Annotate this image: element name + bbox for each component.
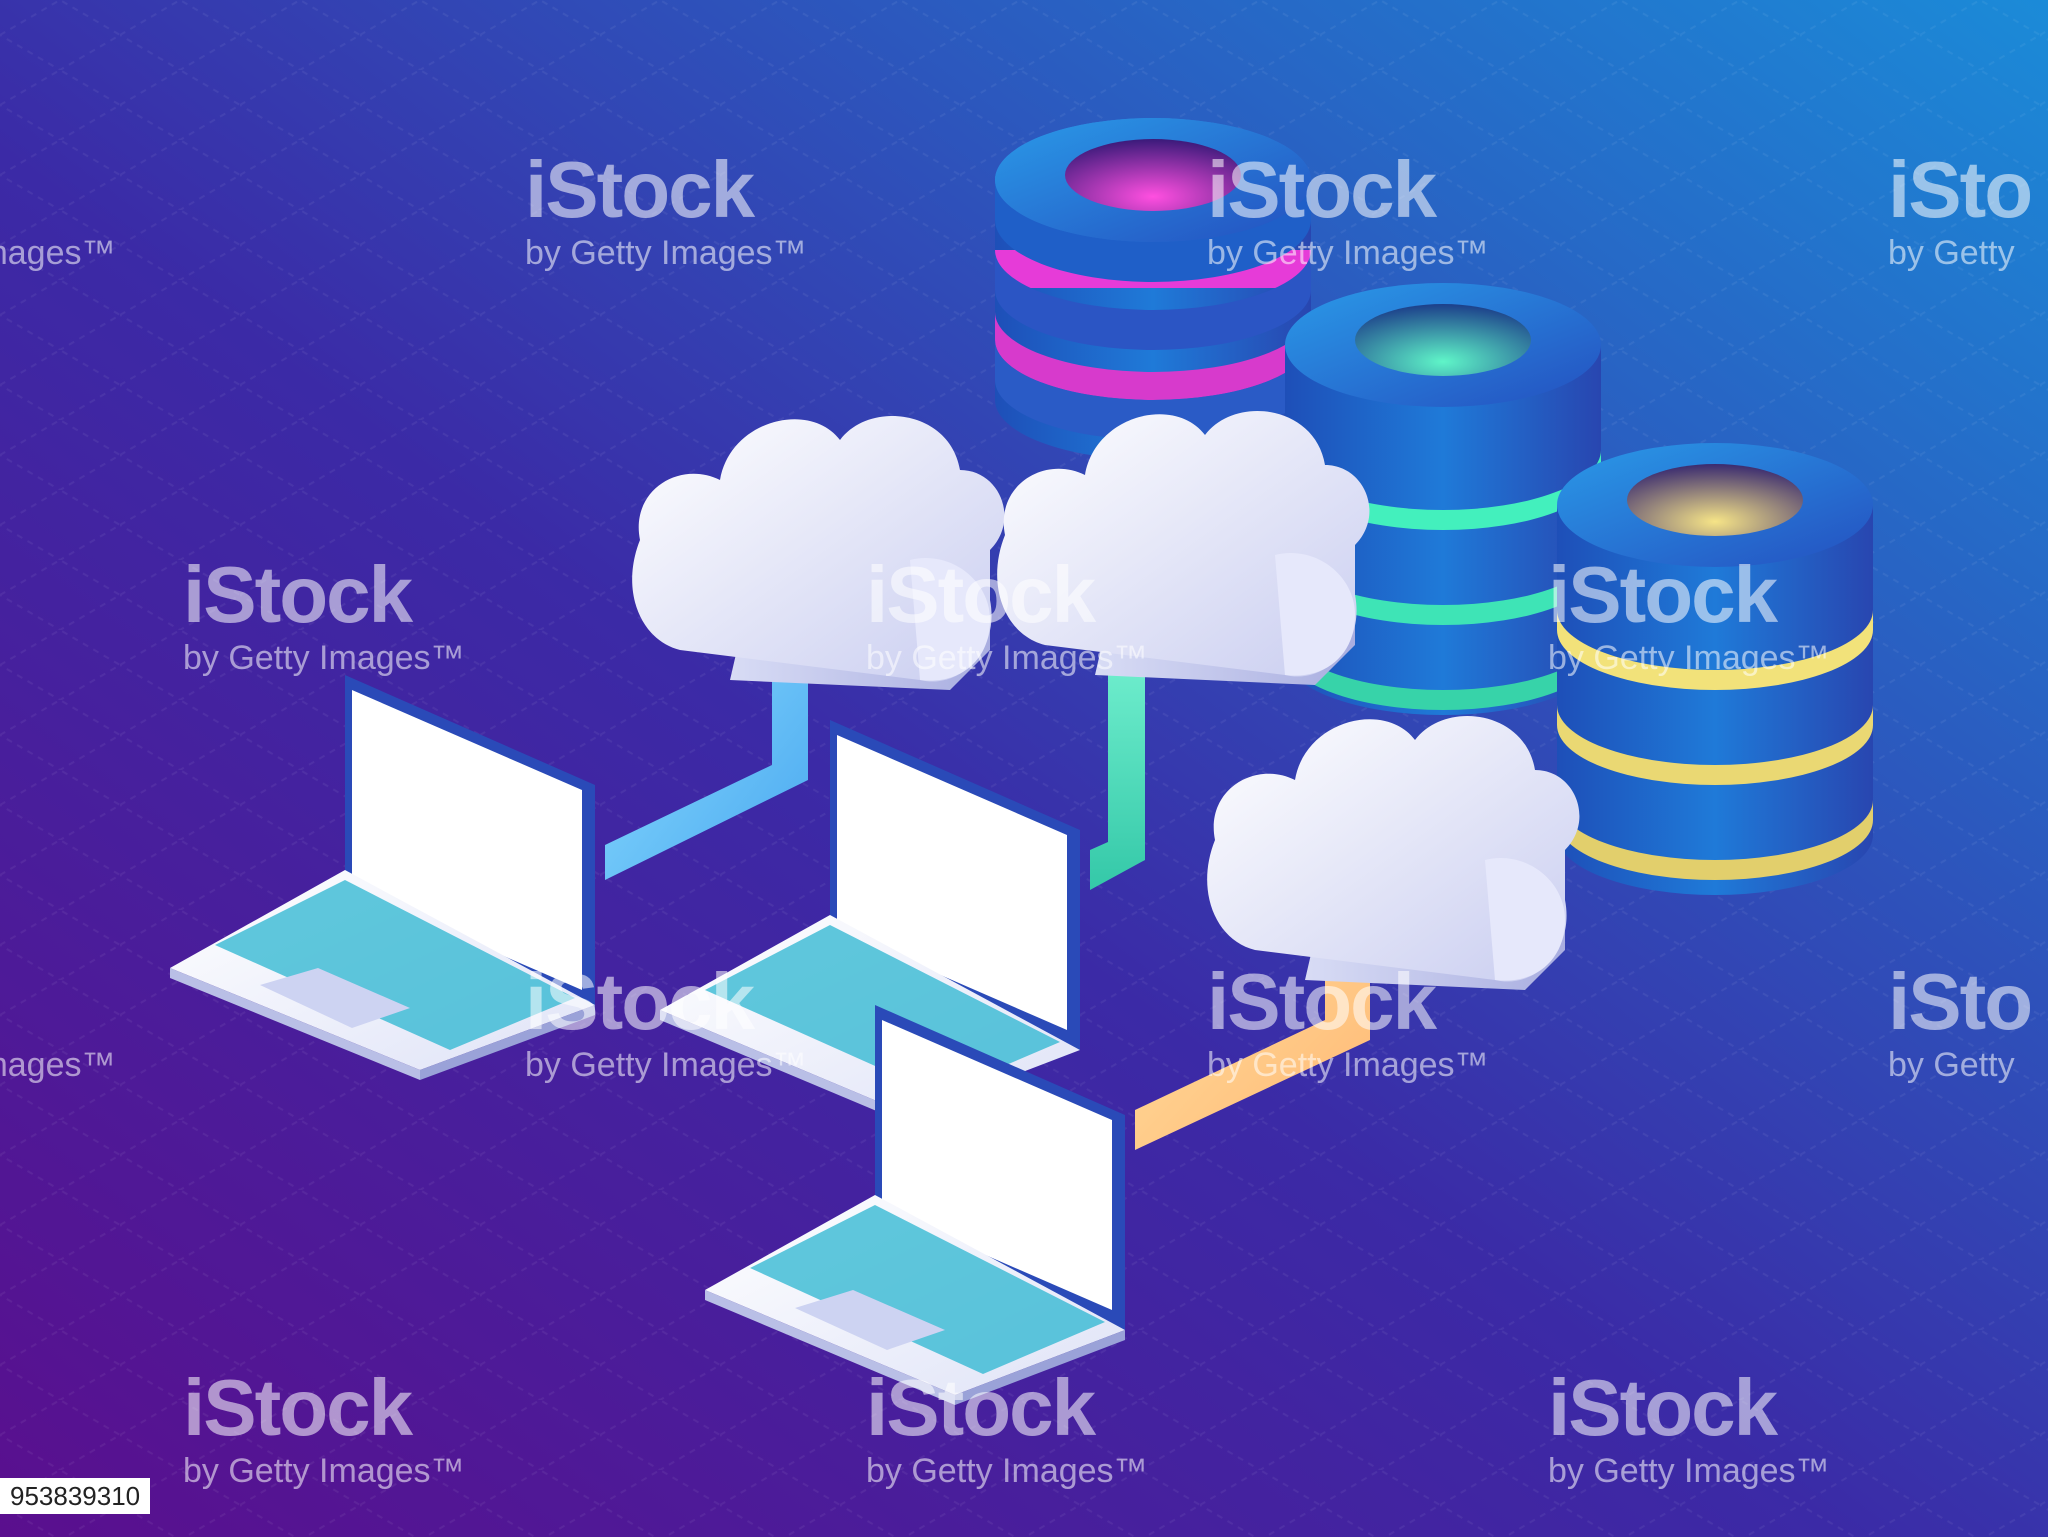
laptop-icon bbox=[170, 675, 595, 1080]
cloud-icon bbox=[632, 416, 1005, 690]
watermark-partial: iS Images™ bbox=[0, 1046, 116, 1084]
watermark-partial: iSto by Getty bbox=[1888, 145, 2033, 272]
cloud-icon bbox=[997, 411, 1370, 685]
server-stack-icon bbox=[1557, 443, 1873, 895]
watermark-partial: iS Images™ bbox=[0, 234, 116, 272]
image-id-label: 953839310 bbox=[0, 1478, 151, 1514]
connector-green bbox=[1090, 620, 1145, 890]
watermark: iStock by Getty Images™ bbox=[866, 1363, 1148, 1490]
watermark: iStock by Getty Images™ bbox=[1207, 957, 1489, 1084]
watermark: iStock by Getty Images™ bbox=[183, 550, 465, 677]
watermark-partial: iSto by Getty bbox=[1888, 957, 2033, 1084]
cloud-icon bbox=[1207, 716, 1580, 990]
watermark: iStock by Getty Images™ bbox=[1548, 1363, 1830, 1490]
connector-orange bbox=[1135, 895, 1370, 1150]
watermark: iStock by Getty Images™ bbox=[866, 550, 1148, 677]
watermark: iStock by Getty Images™ bbox=[1207, 145, 1489, 272]
watermark: iStock by Getty Images™ bbox=[1548, 550, 1830, 677]
laptop-icon bbox=[705, 1005, 1125, 1405]
server-stack-icon bbox=[995, 118, 1311, 460]
watermark: iStock by Getty Images™ bbox=[183, 1363, 465, 1490]
watermark: iStock by Getty Images™ bbox=[525, 957, 807, 1084]
laptop-icon bbox=[660, 720, 1080, 1125]
watermark: iStock by Getty Images™ bbox=[525, 145, 807, 272]
